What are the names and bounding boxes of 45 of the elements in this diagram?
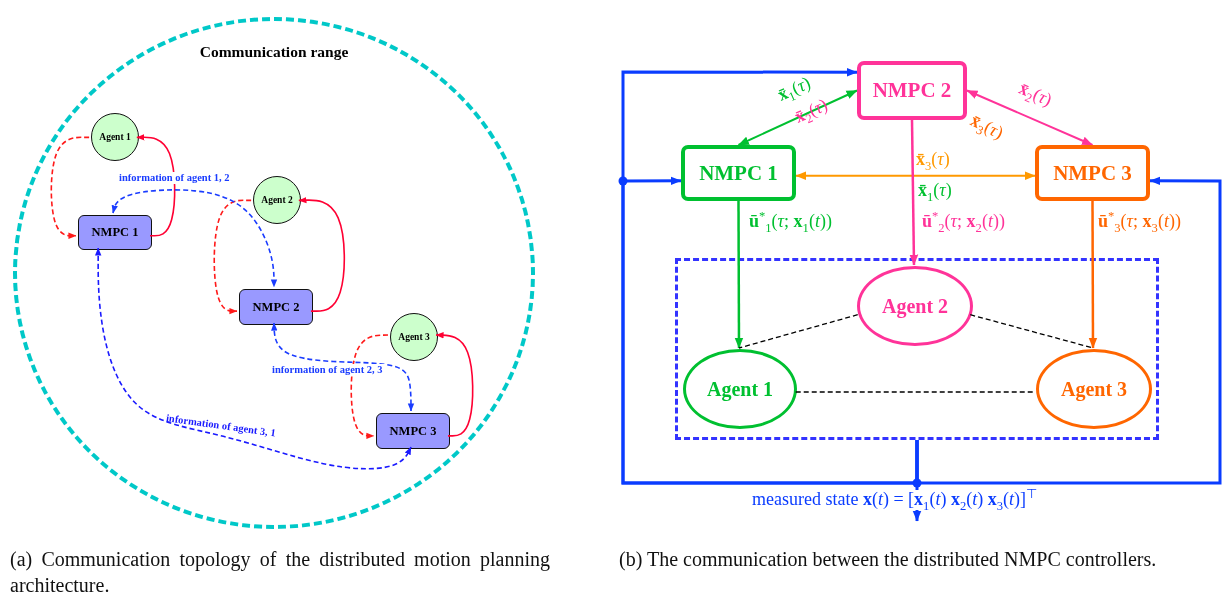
arrow xyxy=(909,120,919,266)
dashed-link-line xyxy=(795,391,1036,393)
arrow xyxy=(795,171,1036,181)
arrow xyxy=(111,189,278,288)
controller-box: NMPC 3 xyxy=(376,413,450,449)
edge-label: measured state x(t) = [x$_{1}$(t) x$_{2}$(t) x$_{3}$(t)]$^{⊤}$ xyxy=(750,490,1040,510)
arrow xyxy=(966,89,1094,146)
agent-ellipse: Agent 1 xyxy=(683,349,797,429)
controller-box: NMPC 1 xyxy=(681,145,796,201)
figure-caption: (a) Communication topology of the distributed motion planning architecture. xyxy=(9,547,551,598)
edge-label: information of agent 1, 2 xyxy=(117,172,232,184)
agent-circle: Agent 1 xyxy=(91,113,139,161)
edge-label: information of agent 2, 3 xyxy=(270,364,385,376)
dashed-link-line xyxy=(738,314,859,349)
controller-box: NMPC 1 xyxy=(78,215,152,250)
arrow xyxy=(213,199,252,315)
agent-circle: Agent 2 xyxy=(253,176,301,224)
arrow xyxy=(1088,201,1098,349)
controller-box: NMPC 2 xyxy=(857,61,967,120)
arrow xyxy=(298,196,346,312)
arrow xyxy=(435,332,474,437)
edge-label: information of agent 3, 1 xyxy=(164,412,278,440)
edge-label: x̄$_{2}$(τ) xyxy=(1015,78,1057,112)
agent-circle: Agent 3 xyxy=(390,313,438,361)
math-label: x̄$_{3}$(τ) xyxy=(966,110,1008,145)
math-label: x̄$_{1}$(τ) xyxy=(916,181,954,201)
figure-caption: (b) The communication between the distributed NMPC controllers. xyxy=(618,547,1158,572)
arrow xyxy=(95,247,412,470)
arrow xyxy=(350,334,389,440)
controller-box: NMPC 3 xyxy=(1035,145,1150,201)
arrow xyxy=(734,201,744,349)
agent-ellipse: Agent 2 xyxy=(857,266,973,346)
range-title: Communication range xyxy=(198,43,350,61)
dashed-link-line xyxy=(969,314,1094,349)
arrow xyxy=(271,322,415,412)
dashed-group-box xyxy=(675,258,1159,440)
edge-label: ū$^{*}$$_{1}$(τ; x$_{1}$(t)) xyxy=(748,212,833,232)
edge-label: x̄$_{3}$(τ) xyxy=(914,150,952,170)
agent-ellipse: Agent 3 xyxy=(1036,349,1152,429)
arrow xyxy=(136,134,176,237)
controller-box: NMPC 2 xyxy=(239,289,313,325)
arrow xyxy=(50,136,90,239)
arrow xyxy=(737,89,858,146)
edge-label: ū$^{*}$$_{2}$(τ; x$_{2}$(t)) xyxy=(921,212,1006,232)
edge-label: ū$^{*}$$_{3}$(τ; x$_{3}$(t)) xyxy=(1097,212,1182,232)
